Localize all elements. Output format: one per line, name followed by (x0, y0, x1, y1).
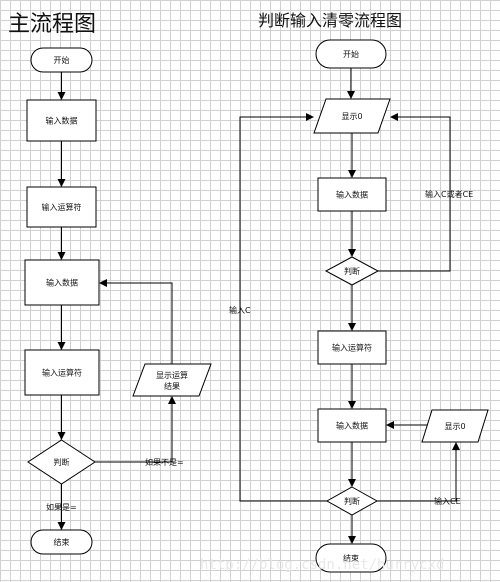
watermark-text: http://blog.csdn.net/hurrycxd (200, 557, 444, 573)
clear-judge-node-1: 判断 (324, 256, 380, 286)
clear-display-zero-node: 显示0 (313, 98, 391, 134)
main-edge-label-if-not: 如果不是= (145, 457, 184, 467)
clear-flowchart-title: 判断输入清零流程图 (258, 11, 403, 30)
clear-input-number-node-2: 输入数据 (317, 408, 387, 443)
main-edge-show-result-loop (99, 279, 173, 364)
clear-input-operator-label: 输入运算符 (332, 343, 372, 353)
main-input-operator-node-2: 输入运算符 (24, 349, 100, 396)
clear-judge-node-2: 判断 (325, 486, 379, 516)
clear-input-number-label-1: 输入数据 (336, 190, 368, 200)
main-input-number-label-2: 输入数据 (46, 278, 78, 288)
main-input-operator-node-1: 输入运算符 (26, 186, 97, 228)
main-input-operator-label-1: 输入运算符 (42, 202, 82, 212)
main-judge-node: 判断 (27, 439, 96, 485)
clear-judge-label-1: 判断 (344, 266, 360, 276)
main-start-node: 开始 (30, 47, 93, 73)
main-flowchart-title: 主流程图 (8, 12, 97, 37)
main-edge-label-if-yes: 如果是= (46, 502, 77, 512)
clear-display-zero-label: 显示0 (341, 112, 362, 121)
clear-edge-label-c: 输入C (229, 305, 251, 315)
clear-edge-judge-2-to-display-zero-2 (377, 442, 460, 502)
clear-display-zero-label-2: 显示0 (444, 422, 465, 431)
main-show-result-label-line2: 结果 (164, 381, 180, 391)
main-judge-label: 判断 (54, 457, 70, 467)
clear-edge-judge-1-loop-to-display (378, 113, 451, 272)
main-input-number-node-1: 输入数据 (26, 99, 97, 142)
clear-input-number-label-2: 输入数据 (336, 421, 368, 431)
clear-judge-label-2: 判断 (344, 496, 360, 506)
main-show-result-label-line1: 显示运算 (156, 370, 188, 380)
main-end-node: 结束 (30, 529, 93, 555)
clear-display-zero-node-2: 显示0 (421, 409, 489, 443)
main-input-number-node-2: 输入数据 (24, 259, 100, 306)
main-input-number-label-1: 输入数据 (46, 116, 78, 126)
clear-input-operator-node: 输入运算符 (317, 330, 387, 365)
main-start-label: 开始 (54, 55, 70, 65)
clear-end-label: 结束 (343, 553, 359, 563)
clear-edge-label-c-or-ce: 输入C或者CE (425, 189, 473, 199)
main-end-label: 结束 (54, 537, 70, 547)
clear-start-node: 开始 (315, 39, 387, 69)
clear-edge-label-ce: 输入CE (434, 496, 461, 506)
main-input-operator-label-2: 输入运算符 (42, 368, 82, 378)
clear-edge-judge-2-c-loop (239, 113, 327, 502)
main-show-result-node: 显示运算 结果 (132, 363, 212, 397)
clear-start-label: 开始 (343, 49, 359, 59)
clear-end-node: 结束 (315, 543, 387, 573)
clear-input-number-node-1: 输入数据 (317, 177, 387, 212)
main-edge-judge-to-show-result (95, 396, 176, 463)
